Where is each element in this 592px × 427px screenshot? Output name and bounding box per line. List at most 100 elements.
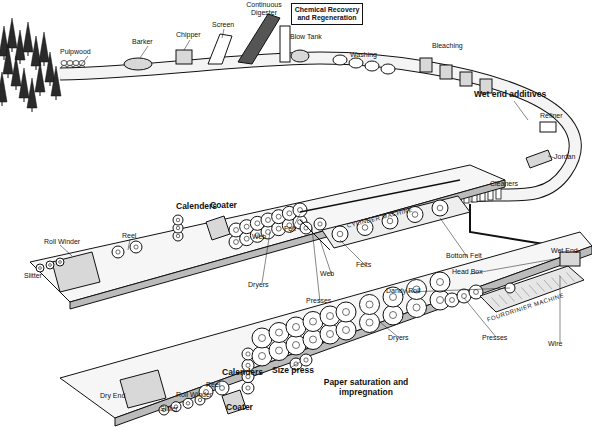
part-label: Roll Winder (44, 238, 80, 246)
calender-roll-hub (246, 352, 250, 356)
press-roll (314, 218, 326, 230)
part-label: Presses (482, 334, 507, 342)
cylinder-mould-hub (437, 205, 443, 211)
pulpwood-log (61, 61, 67, 66)
calender-roll-hub (176, 218, 180, 222)
dryer-cylinder-hub (327, 313, 334, 320)
cylinder-mould-hub (337, 231, 343, 237)
wire-hatch (544, 280, 552, 289)
reel-roll-hub (134, 245, 138, 249)
continuous-digester (238, 14, 280, 64)
slitter-roll (56, 258, 64, 266)
conifer-tree (15, 30, 25, 60)
section-label: Calenders (222, 368, 263, 378)
dryer-cylinder-hub (244, 224, 249, 229)
part-label: Washing (350, 51, 377, 59)
dryer-cylinder-hub (287, 211, 292, 216)
slitter-roll-hub (39, 267, 42, 270)
wire-hatch (529, 285, 537, 294)
conifer-tree (19, 68, 29, 98)
press-roll-hub (318, 222, 322, 226)
leader-line (408, 288, 510, 292)
dryer-cylinder-hub (366, 319, 373, 326)
conifer-tree (11, 56, 21, 86)
process-band (60, 58, 575, 196)
dryer-cylinder-hub (276, 329, 283, 336)
part-label: Slitter (24, 272, 42, 280)
leader-line (140, 46, 148, 58)
conifer-tree (7, 18, 17, 48)
pulpwood-log (73, 61, 79, 66)
jordan (526, 150, 552, 168)
dryer-cylinder-hub (390, 312, 397, 319)
press-roll-hub (474, 290, 479, 295)
refiner (540, 122, 556, 132)
dryer-cylinder-hub (276, 214, 281, 219)
calender-roll-hub (246, 363, 250, 367)
wire-hatch (507, 293, 515, 302)
part-label: Dryers (248, 281, 269, 289)
chip-screen (208, 34, 232, 64)
dryer-cylinder (407, 298, 427, 318)
conifer-tree (3, 44, 13, 74)
section-label: Coater (210, 201, 237, 211)
upper-platform (30, 165, 505, 302)
wire-hatch (552, 278, 560, 287)
part-label: Reel (206, 381, 220, 389)
section-label: Paper saturation and impregnation (318, 378, 414, 397)
lower-platform (60, 232, 592, 418)
section-label: Coater (226, 403, 253, 413)
dryer-cylinder (360, 295, 380, 315)
reel-roll (130, 241, 142, 253)
roll-winder (52, 252, 100, 292)
slitter-roll (46, 261, 54, 269)
conifer-tree (45, 52, 55, 82)
part-label: Reel (122, 232, 136, 240)
part-label: Refiner (540, 112, 563, 120)
section-label: Wet end additives (474, 90, 546, 100)
part-label: Wet End (551, 247, 578, 255)
calender-roll-hub (176, 234, 180, 238)
dryer-cylinder-hub (310, 318, 317, 325)
wire-hatch (499, 295, 507, 304)
dryer-cylinder-hub (266, 218, 271, 223)
leader-line (60, 245, 72, 256)
leader-line (184, 40, 190, 50)
part-label: Dandy Roll (386, 287, 420, 295)
section-label: Size press (272, 366, 314, 376)
cylinder-mould (432, 200, 448, 216)
dryer-cylinder-hub (259, 335, 266, 342)
washer-drum (365, 61, 379, 71)
part-label: Felts (356, 261, 371, 269)
digester-tower (280, 26, 290, 62)
pulpwood-log (67, 61, 73, 66)
wire-hatch (522, 288, 530, 297)
leader-line (80, 56, 88, 66)
part-label: Web (320, 270, 334, 278)
coater (206, 216, 230, 240)
part-label: Slitter (160, 405, 178, 413)
head-box (560, 252, 580, 266)
wire-hatch (537, 283, 545, 292)
conifer-tree (0, 72, 7, 102)
wire-hatch (492, 298, 500, 307)
felt-return (300, 220, 330, 250)
wire-hatch (567, 273, 575, 282)
part-label: Bottom Felt (446, 252, 482, 260)
size-press-roll (300, 354, 312, 366)
dryer-cylinder-hub (343, 309, 350, 316)
part-label: Continuous Digester (240, 1, 288, 17)
calender-roll-hub (176, 226, 180, 230)
dryer-cylinder (336, 302, 356, 322)
dryer-cylinder-hub (366, 301, 373, 308)
felt-line (300, 180, 460, 212)
reel-roll (112, 246, 124, 258)
dryer-cylinder-hub (276, 347, 283, 354)
dryer-cylinder (383, 305, 403, 325)
cylinder-mould (332, 226, 348, 242)
chipper (176, 50, 192, 64)
bleach-tower (440, 65, 452, 79)
size-press-roll-hub (304, 358, 308, 362)
